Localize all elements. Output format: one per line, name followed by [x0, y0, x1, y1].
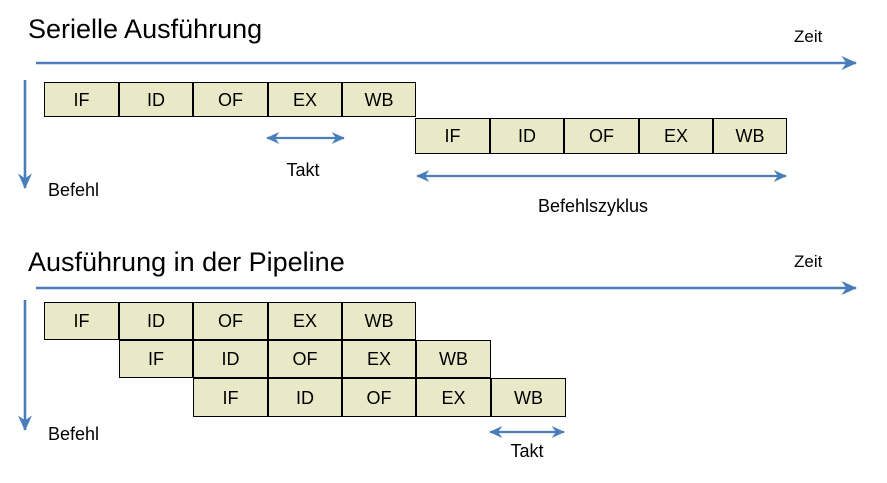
stage-box: IF [415, 118, 490, 154]
stage-box: EX [639, 118, 713, 154]
instruction-axis-label-serial: Befehl [48, 180, 100, 200]
stage-box: OF [193, 302, 268, 340]
stage-box: IF [44, 302, 119, 340]
stage-box: WB [713, 118, 787, 154]
takt-label-serial: Takt [286, 160, 320, 180]
section-title-pipeline: Ausführung in der Pipeline [28, 247, 345, 277]
stage-box: OF [193, 82, 268, 117]
stage-box: EX [268, 82, 342, 117]
stage-box: ID [119, 82, 193, 117]
section-title-serial: Serielle Ausführung [28, 14, 263, 44]
stage-box: EX [416, 378, 491, 417]
stage-box: IF [44, 82, 119, 117]
stage-box: WB [342, 82, 416, 117]
time-axis-label-serial: Zeit [794, 27, 823, 46]
stage-box: OF [268, 340, 342, 378]
stage-box: EX [268, 302, 342, 340]
befehlszyklus-label: Befehlszyklus [537, 196, 649, 216]
stage-box: EX [342, 340, 416, 378]
stage-box: ID [119, 302, 193, 340]
stage-box: IF [193, 378, 268, 417]
stage-box: ID [193, 340, 268, 378]
stage-box: OF [564, 118, 639, 154]
stage-box: ID [490, 118, 564, 154]
instruction-axis-label-pipeline: Befehl [48, 424, 100, 444]
stage-box: OF [342, 378, 416, 417]
stage-box: IF [119, 340, 193, 378]
stage-box: WB [491, 378, 566, 417]
takt-label-pipeline: Takt [510, 441, 544, 461]
stage-box: WB [416, 340, 491, 378]
stage-box: ID [268, 378, 342, 417]
stage-box: WB [342, 302, 416, 340]
time-axis-label-pipeline: Zeit [794, 252, 823, 271]
